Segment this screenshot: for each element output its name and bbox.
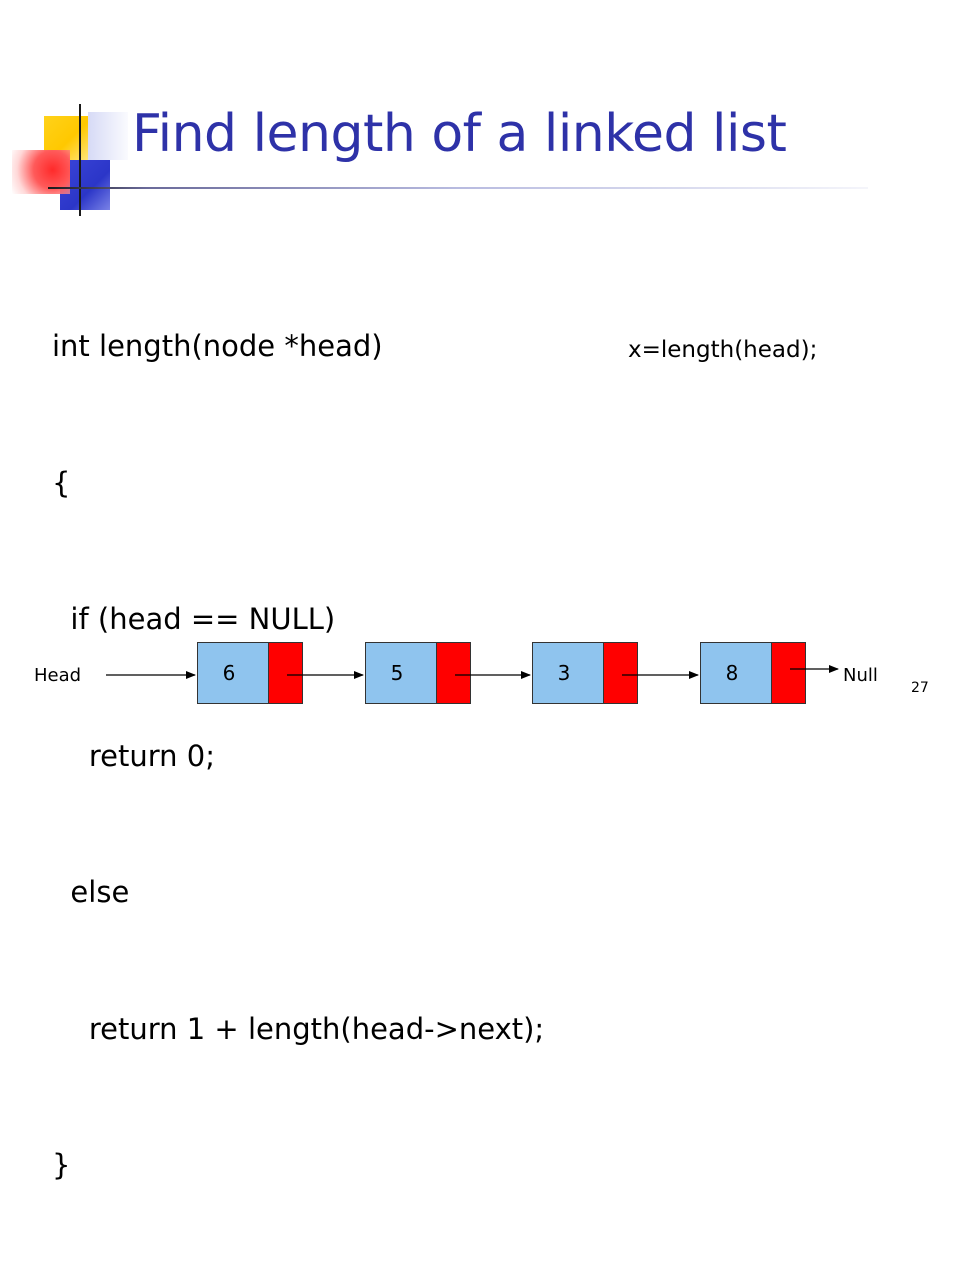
node-pointer-cell	[771, 642, 806, 704]
list-node: 5	[365, 642, 471, 704]
node-pointer-cell	[268, 642, 303, 704]
logo-red-square	[12, 150, 70, 194]
code-block: int length(node *head) { if (head == NUL…	[52, 233, 544, 1280]
node-value: 5	[390, 661, 404, 685]
title-underline	[48, 187, 868, 189]
node-value-cell: 6	[197, 642, 269, 704]
code-line: return 0;	[52, 738, 215, 773]
slide-title: Find length of a linked list	[132, 104, 787, 164]
list-node: 6	[197, 642, 303, 704]
code-line: if (head == NULL)	[52, 602, 336, 636]
node-value-cell: 3	[532, 642, 604, 704]
list-node: 3	[532, 642, 638, 704]
logo-light-square	[88, 112, 128, 160]
node-value: 8	[725, 661, 739, 685]
node-value: 6	[222, 661, 236, 685]
node-pointer-cell	[436, 642, 471, 704]
code-line: int length(node *head)	[52, 329, 383, 363]
head-label: Head	[34, 665, 82, 686]
node-pointer-cell	[603, 642, 638, 704]
code-line: }	[52, 1148, 71, 1182]
slide-logo	[0, 0, 140, 230]
slide: Find length of a linked list int length(…	[0, 0, 929, 1182]
node-value: 3	[557, 661, 571, 685]
call-expression: x=length(head);	[628, 337, 818, 363]
node-value-cell: 5	[365, 642, 437, 704]
list-node: 8	[700, 642, 806, 704]
node-value-cell: 8	[700, 642, 772, 704]
logo-vertical-line	[79, 104, 81, 216]
code-line: else	[52, 875, 130, 909]
code-line: {	[52, 465, 71, 500]
page-number: 27	[911, 680, 929, 696]
null-label: Null	[843, 665, 878, 686]
code-line: return 1 + length(head->next);	[52, 1011, 545, 1046]
